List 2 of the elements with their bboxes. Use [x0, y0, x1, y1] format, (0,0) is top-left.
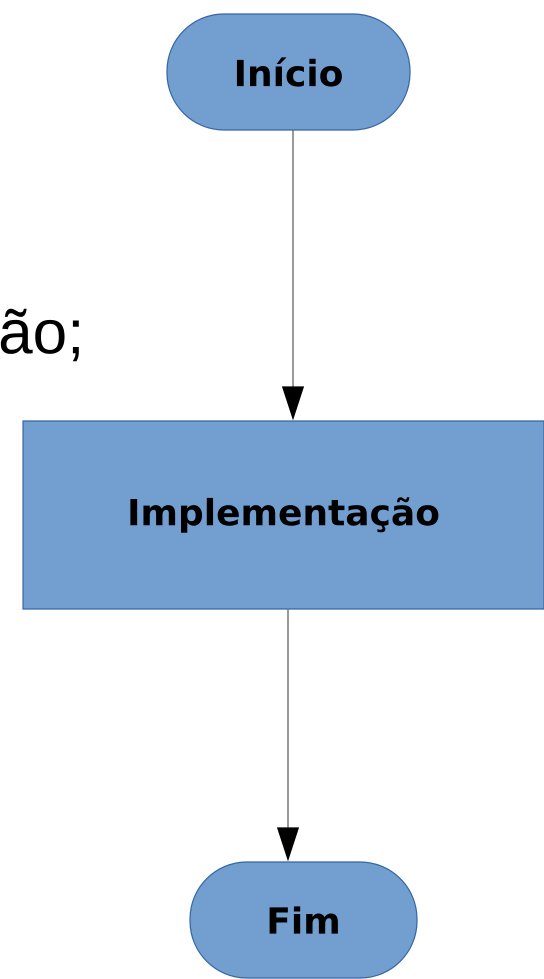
process-box: Implementação — [22, 420, 544, 610]
text-fragment: ão; — [0, 308, 79, 362]
